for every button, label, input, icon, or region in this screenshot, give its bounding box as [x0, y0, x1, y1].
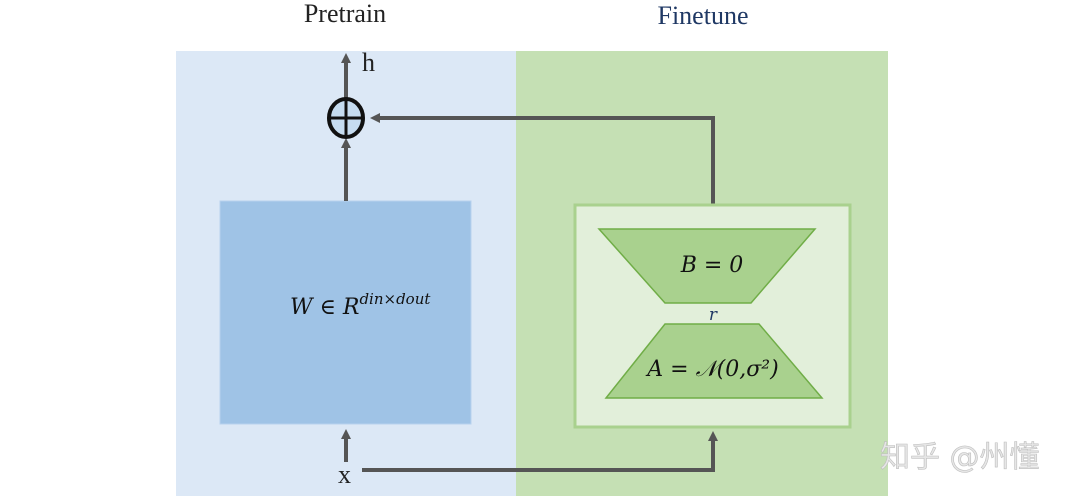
input-to-lora-arrow	[362, 431, 718, 472]
a-matrix-label: A = 𝒩(0,σ²)	[645, 357, 778, 382]
pretrained-weight-box	[219, 200, 472, 425]
finetune-title: Finetune	[658, 1, 749, 30]
sum-icon	[327, 97, 365, 139]
weight-label: W ∈ Rdin×dout	[290, 290, 431, 320]
rank-label: r	[709, 305, 718, 325]
lora-to-sum-arrow	[370, 113, 715, 204]
b-matrix-label: B = 0	[680, 253, 744, 278]
input-label: x	[338, 460, 351, 489]
pretrain-title: Pretrain	[304, 0, 386, 28]
output-label: h	[362, 48, 375, 77]
a-matrix-trapezoid	[604, 323, 824, 399]
watermark: 知乎 @州懂	[880, 440, 1040, 475]
b-matrix-trapezoid	[597, 228, 817, 304]
